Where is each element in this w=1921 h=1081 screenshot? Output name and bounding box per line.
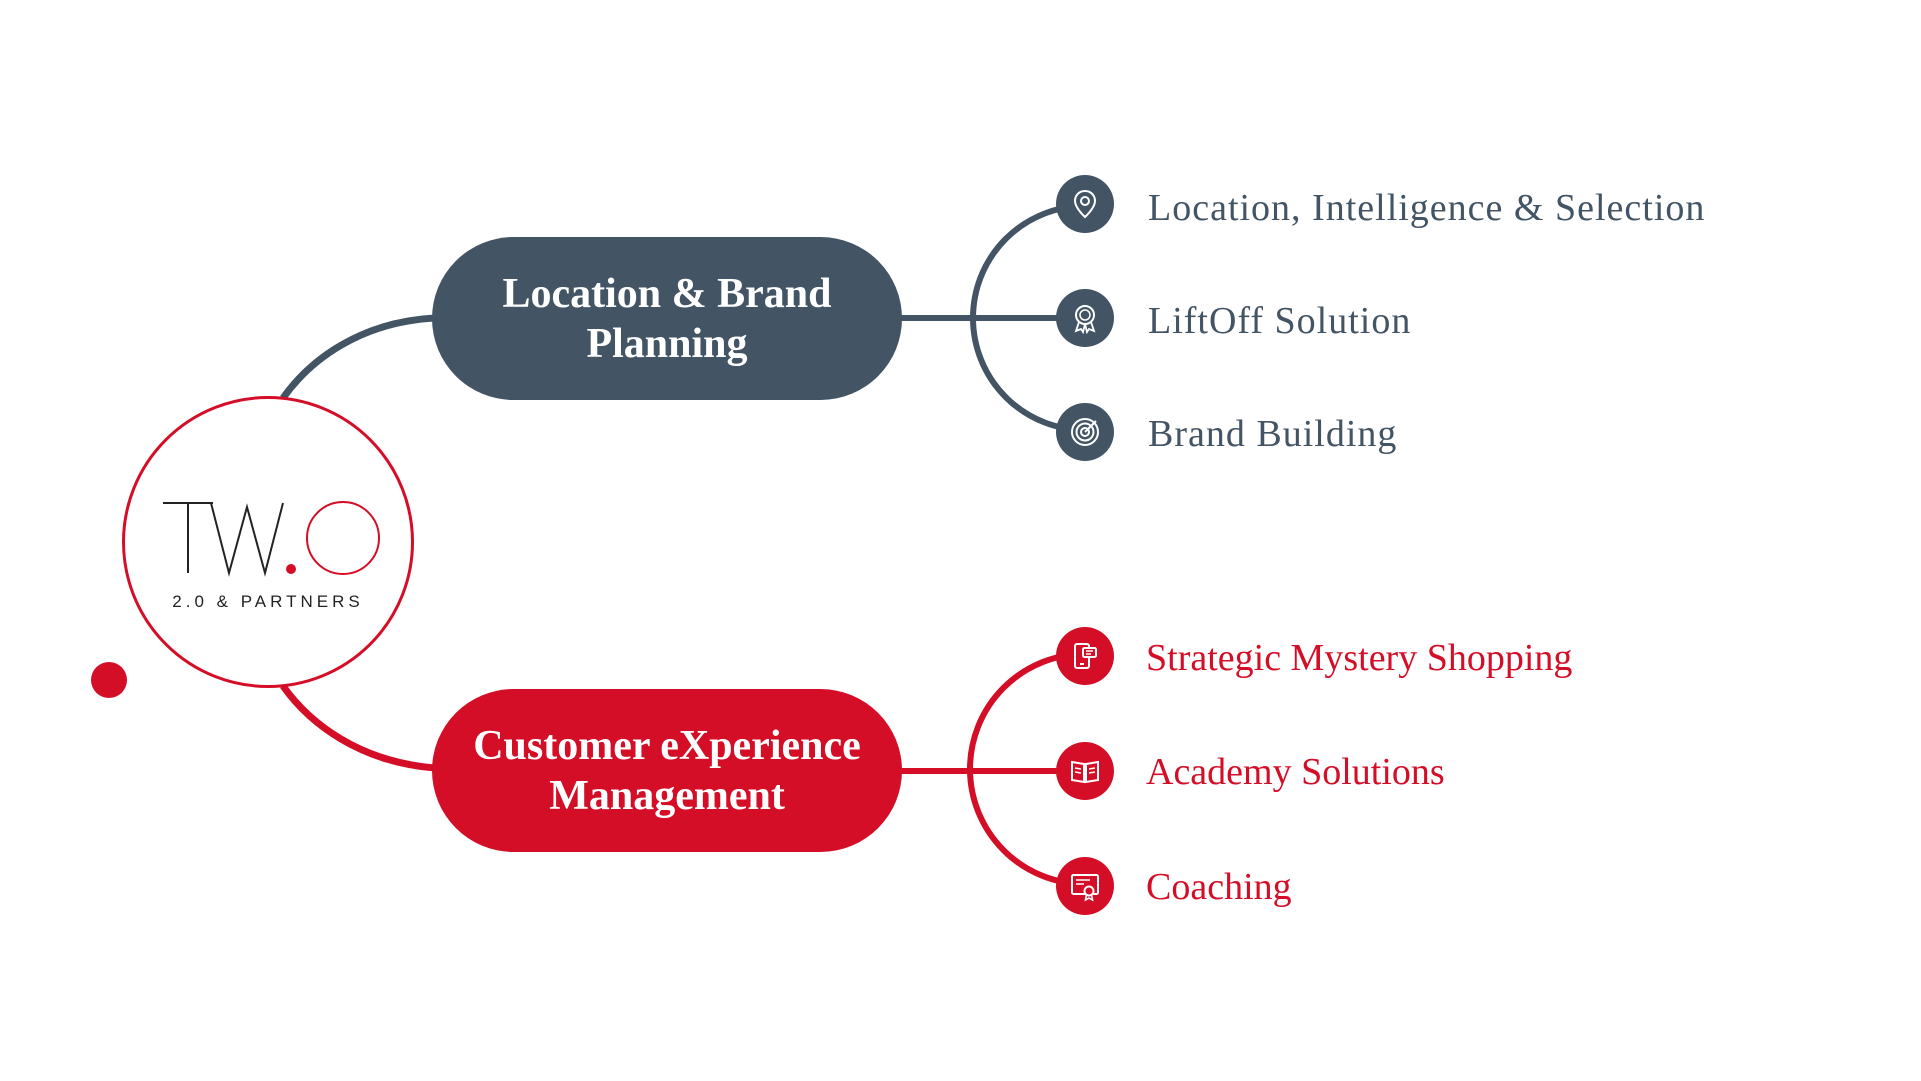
branch-title-line1: Location & Brand — [502, 270, 832, 317]
award-ribbon-icon — [1056, 289, 1114, 347]
branch-title-line1: Customer eXperience — [473, 722, 861, 769]
open-book-icon — [1056, 742, 1114, 800]
item-brand-building[interactable]: Brand Building — [1148, 413, 1398, 455]
item-coaching[interactable]: Coaching — [1146, 866, 1292, 908]
logo-subtitle: 2.0 & PARTNERS — [172, 592, 364, 611]
map-pin-icon — [1056, 175, 1114, 233]
item-liftoff-solution[interactable]: LiftOff Solution — [1148, 300, 1412, 342]
item-academy-solutions[interactable]: Academy Solutions — [1146, 751, 1445, 793]
branch-customer-experience-management[interactable]: Customer eXperience Management — [432, 689, 902, 852]
company-logo: 2.0 & PARTNERS — [122, 396, 414, 688]
certificate-icon — [1056, 857, 1114, 915]
mobile-chat-icon — [1056, 627, 1114, 685]
branch-title-line2: Planning — [586, 320, 748, 367]
branch-title-line2: Management — [549, 772, 785, 819]
connector-logo-to-cx — [280, 683, 436, 772]
logo-mark — [163, 501, 380, 577]
item-location-intelligence-selection[interactable]: Location, Intelligence & Selection — [1148, 187, 1706, 229]
item-strategic-mystery-shopping[interactable]: Strategic Mystery Shopping — [1146, 637, 1573, 679]
connector-cx-arc — [967, 651, 1086, 887]
target-icon — [1056, 403, 1114, 461]
connector-logo-to-location-brand — [280, 314, 436, 401]
accent-dot — [91, 662, 127, 698]
branch-location-brand-planning[interactable]: Location & Brand Planning — [432, 237, 902, 400]
connector-location-brand-arc — [970, 203, 1086, 433]
